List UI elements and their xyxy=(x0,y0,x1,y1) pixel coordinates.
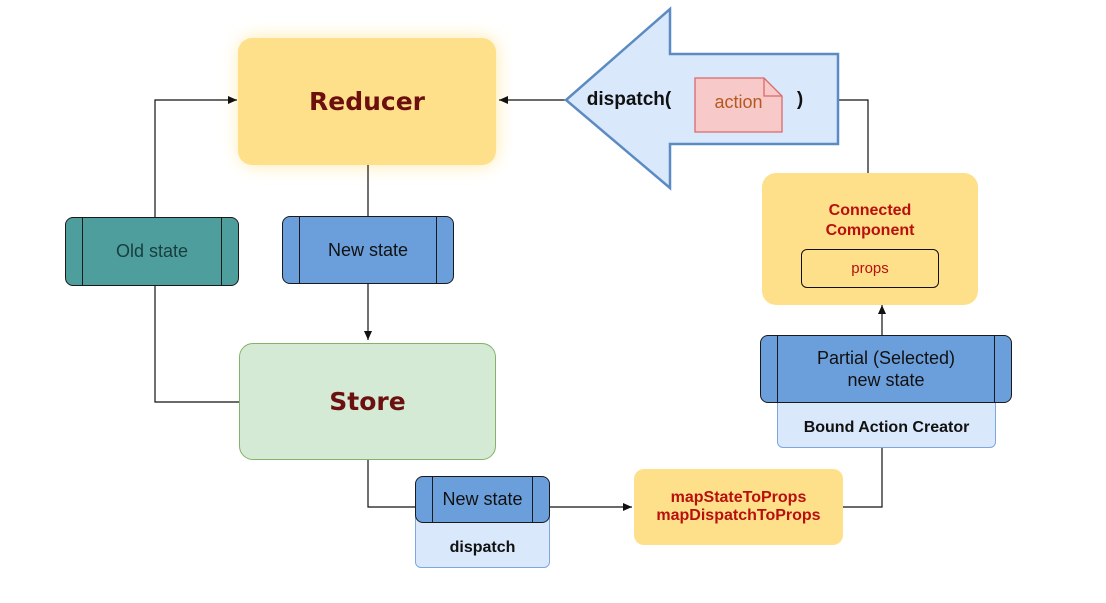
connected-component-node: Connected Component xyxy=(762,173,978,305)
map-state-to-props-label: mapStateToProps xyxy=(670,489,807,506)
map-props-node: mapStateToProps mapDispatchToProps xyxy=(634,469,843,545)
new-state-reducer-label: New state xyxy=(327,239,409,260)
connected-component-line1: Connected xyxy=(828,202,912,219)
action-note-fold xyxy=(763,78,782,97)
partial-state-line1: Partial (Selected) xyxy=(816,348,956,368)
reducer-label: Reducer xyxy=(308,87,425,116)
partial-state-node: Partial (Selected) new state xyxy=(760,335,1012,403)
bound-action-creator-label: Bound Action Creator xyxy=(803,419,970,436)
old-state-node: Old state xyxy=(65,217,239,286)
connected-component-line2: Component xyxy=(825,222,915,239)
dispatch-label: dispatch xyxy=(449,539,516,556)
props-label: props xyxy=(851,260,889,277)
partial-state-line2: new state xyxy=(847,370,925,390)
store-label: Store xyxy=(329,387,406,416)
reducer-node: Reducer xyxy=(238,38,496,165)
action-note-shape xyxy=(694,77,783,133)
component-to-dispatch-line xyxy=(838,99,869,173)
action-label: action xyxy=(714,91,763,112)
old-state-label: Old state xyxy=(115,241,189,261)
store-node: Store xyxy=(239,343,496,460)
new-state-store-label: New state xyxy=(442,489,523,509)
new-state-reducer-node: New state xyxy=(282,216,454,284)
new-state-store-node: New state xyxy=(415,476,550,523)
close-paren-label: ) xyxy=(796,89,804,110)
dispatch-call-label: dispatch( xyxy=(586,89,672,110)
map-dispatch-to-props-label: mapDispatchToProps xyxy=(656,507,821,524)
props-box: props xyxy=(801,249,939,288)
